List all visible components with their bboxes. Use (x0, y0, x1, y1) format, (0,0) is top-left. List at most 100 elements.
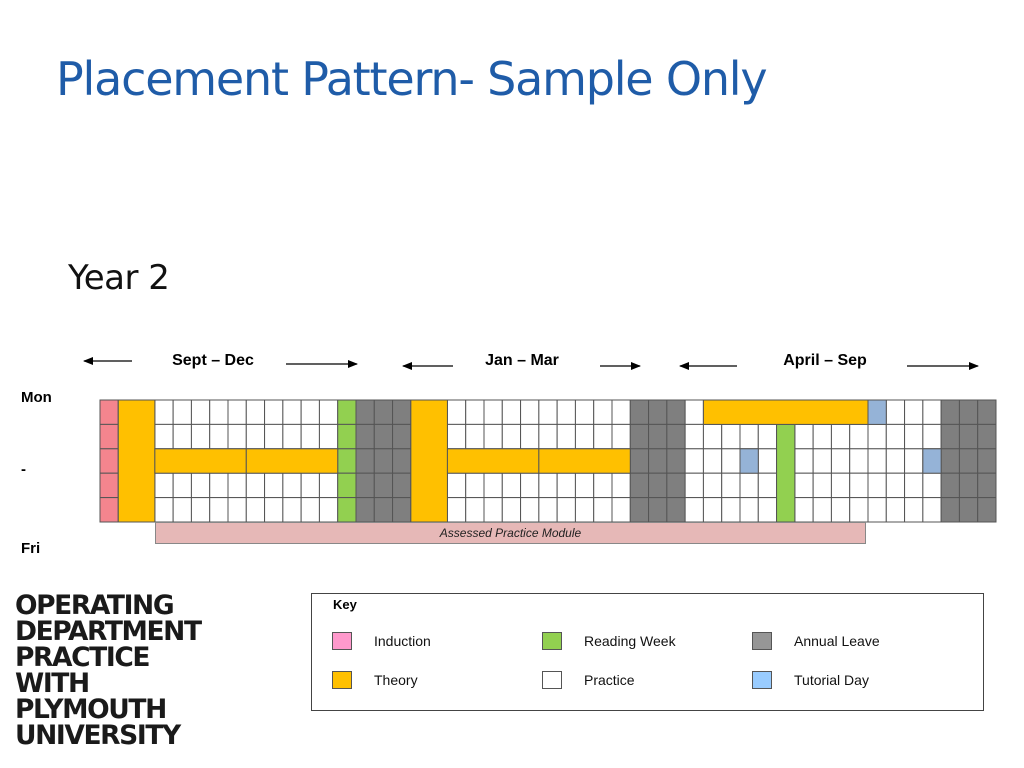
annual-leave-cell (373, 497, 394, 523)
practice-cell (446, 399, 467, 425)
practice-cell (245, 399, 266, 425)
practice-cell (885, 399, 906, 425)
practice-cell (684, 448, 704, 474)
practice-cell (885, 472, 906, 499)
logo-line: DEPARTMENT (15, 616, 202, 647)
practice-cell (812, 448, 832, 474)
induction-cell (99, 497, 119, 523)
practice-cell (209, 497, 229, 523)
practice-cell (520, 497, 540, 523)
practice-cell (318, 497, 339, 523)
practice-cell (483, 423, 503, 450)
annual-leave-cell (666, 399, 686, 425)
practice-cell (574, 423, 595, 450)
practice-cell (556, 472, 576, 499)
practice-cell (172, 497, 192, 523)
period-arrows (83, 357, 979, 370)
period-label-jan-mar: Jan – Mar (485, 352, 559, 369)
practice-cell (483, 399, 503, 425)
annual-leave-cell (373, 472, 394, 499)
practice-cell (172, 399, 192, 425)
day-label-middle: - (21, 461, 26, 478)
annual-leave-cell (977, 448, 997, 474)
annual-leave-cell (392, 399, 412, 425)
practice-cell (501, 423, 522, 450)
tutorial-day-cell (922, 448, 942, 474)
practice-cell (794, 497, 814, 523)
key-item-induction: Induction (332, 632, 431, 650)
practice-cell (739, 497, 759, 523)
theory-block (154, 448, 247, 474)
annual-leave-cell (648, 472, 668, 499)
logo-line: PRACTICE (15, 642, 150, 673)
practice-cell (154, 399, 174, 425)
practice-cell (830, 423, 851, 450)
annual-leave-cell (373, 399, 394, 425)
practice-cell (904, 497, 924, 523)
reading-week-cell (337, 472, 357, 499)
theory-block (410, 399, 448, 523)
key-label: Reading Week (584, 633, 676, 649)
practice-cell (538, 497, 558, 523)
practice-cell (154, 423, 174, 450)
year-subtitle: Year 2 (68, 258, 170, 298)
annual-leave-cell (629, 448, 650, 474)
theory-block (117, 399, 156, 523)
practice-cell (556, 399, 576, 425)
practice-cell (465, 472, 485, 499)
practice-cell (593, 423, 613, 450)
annual-leave-cell (940, 448, 960, 474)
practice-cell (501, 472, 522, 499)
practice-cell (849, 423, 869, 450)
annual-leave-cell (373, 423, 394, 450)
annual-leave-cell (977, 497, 997, 523)
practice-cell (757, 423, 778, 450)
practice-cell (593, 472, 613, 499)
practice-cell (794, 472, 814, 499)
key-item-practice: Practice (542, 671, 635, 689)
practice-cell (867, 423, 887, 450)
reading-week-swatch (542, 632, 562, 650)
practice-cell (227, 472, 247, 499)
annual-leave-cell (648, 423, 668, 450)
key-item-reading-week: Reading Week (542, 632, 676, 650)
practice-cell (245, 423, 266, 450)
practice-cell (611, 399, 631, 425)
practice-cell (520, 399, 540, 425)
annual-leave-cell (958, 448, 979, 474)
practice-cell (190, 472, 211, 499)
practice-cell (318, 472, 339, 499)
annual-leave-cell (629, 497, 650, 523)
practice-cell (830, 448, 851, 474)
annual-leave-cell (392, 448, 412, 474)
key-title: Key (333, 597, 357, 612)
practice-cell (227, 399, 247, 425)
practice-cell (904, 399, 924, 425)
theory-block (538, 448, 631, 474)
practice-cell (922, 497, 942, 523)
key-legend: Key Induction Reading Week Annual Leave … (311, 593, 984, 711)
practice-cell (757, 497, 778, 523)
practice-cell (702, 472, 723, 499)
practice-cell (812, 497, 832, 523)
annual-leave-cell (666, 497, 686, 523)
practice-cell (922, 472, 942, 499)
practice-cell (556, 497, 576, 523)
logo-line: OPERATING (15, 590, 175, 621)
practice-cell (282, 472, 302, 499)
practice-cell (300, 423, 320, 450)
practice-cell (483, 497, 503, 523)
practice-cell (264, 423, 284, 450)
practice-cell (867, 448, 887, 474)
practice-cell (574, 472, 595, 499)
theory-swatch (332, 671, 352, 689)
practice-cell (830, 497, 851, 523)
practice-cell (885, 423, 906, 450)
annual-leave-cell (648, 448, 668, 474)
key-item-theory: Theory (332, 671, 418, 689)
practice-cell (190, 497, 211, 523)
practice-cell (684, 497, 704, 523)
practice-swatch (542, 671, 562, 689)
practice-cell (501, 497, 522, 523)
induction-cell (99, 423, 119, 450)
